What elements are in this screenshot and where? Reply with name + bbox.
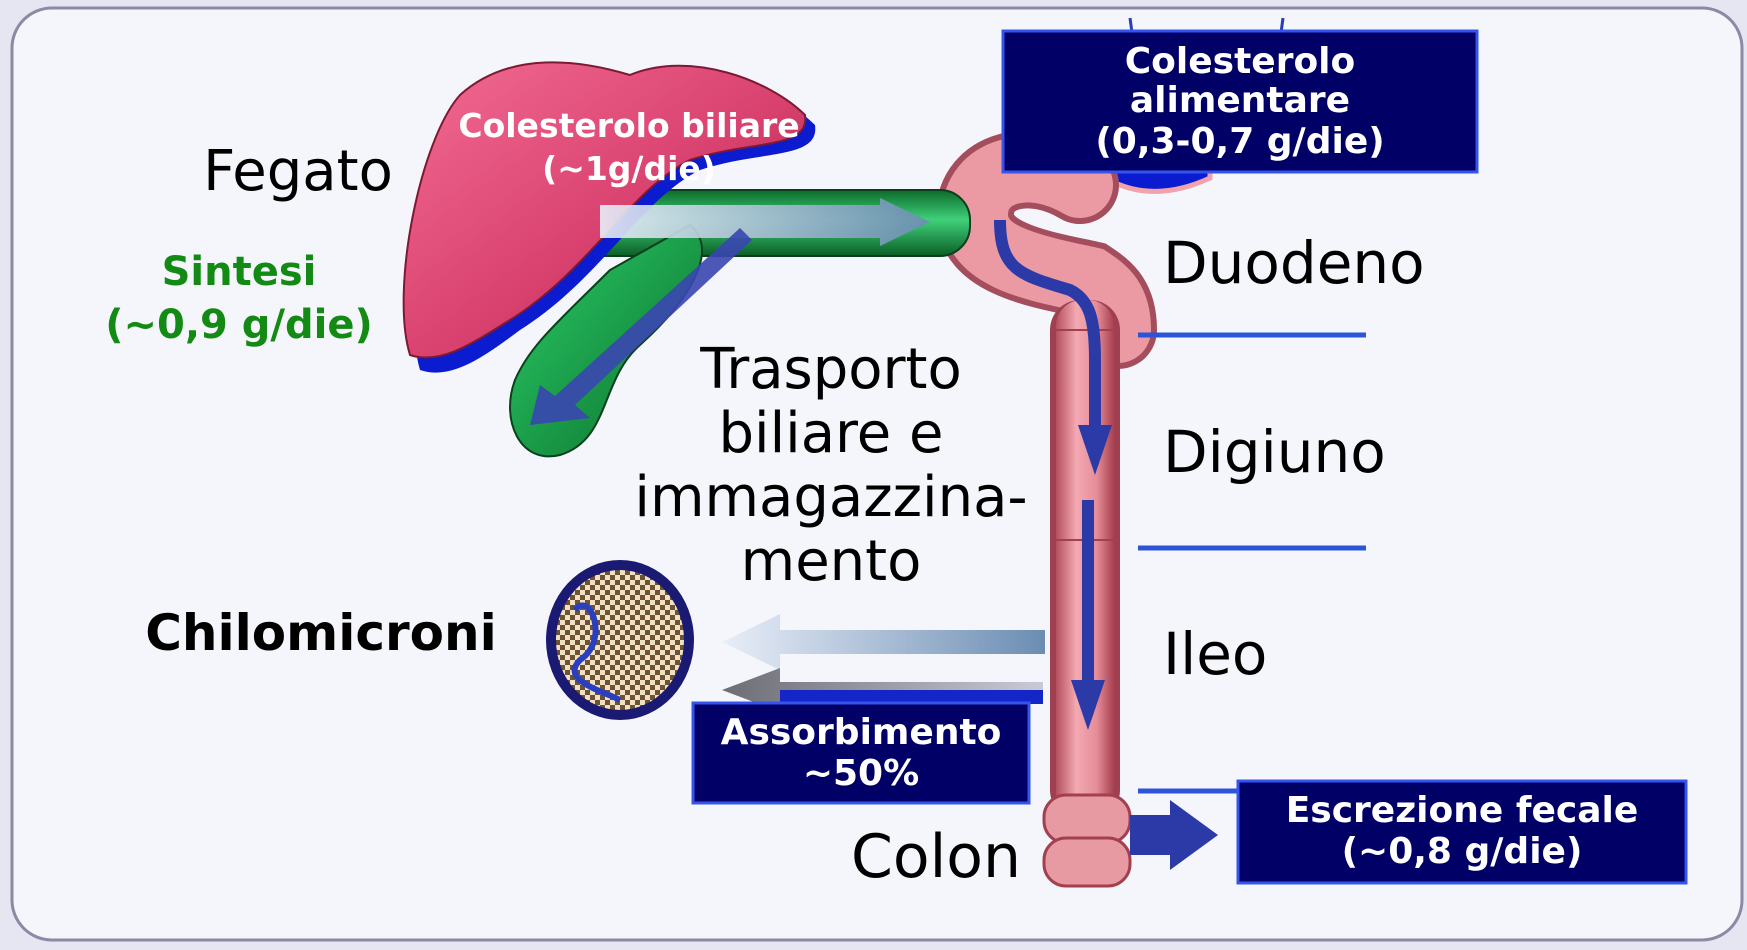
label-duodeno: Duodeno [1163,229,1425,297]
label-fegato: Fegato [203,139,393,204]
label-ileo: Ileo [1163,620,1267,688]
label-trasporto-1: Trasporto [699,337,962,402]
escrezione-line-2: (~0,8 g/die) [1342,831,1583,872]
assorbimento-line-2: ~50% [803,753,919,794]
alimentare-line-2: alimentare [1130,80,1350,121]
label-chilomicroni: Chilomicroni [145,604,497,662]
escrezione-line-1: Escrezione fecale [1286,790,1639,831]
label-trasporto-2: biliare e [718,401,943,466]
alimentare-line-3: (0,3-0,7 g/die) [1095,121,1384,162]
chylomicron-core [556,570,684,710]
label-colesterolo-biliare-amount: (~1g/die) [542,149,716,188]
label-colesterolo-biliare: Colesterolo biliare [458,106,799,145]
colon-upper [1044,795,1130,843]
alimentare-line-1: Colesterolo [1125,41,1356,82]
label-digiuno: Digiuno [1163,418,1386,486]
label-sintesi: Sintesi [162,249,317,295]
label-colon: Colon [851,822,1021,892]
label-trasporto-4: mento [741,529,922,594]
label-sintesi-amount: (~0,9 g/die) [105,302,373,348]
label-trasporto-3: immagazzina- [634,465,1027,530]
assorbimento-line-1: Assorbimento [721,712,1002,753]
colon-lower [1044,838,1130,886]
